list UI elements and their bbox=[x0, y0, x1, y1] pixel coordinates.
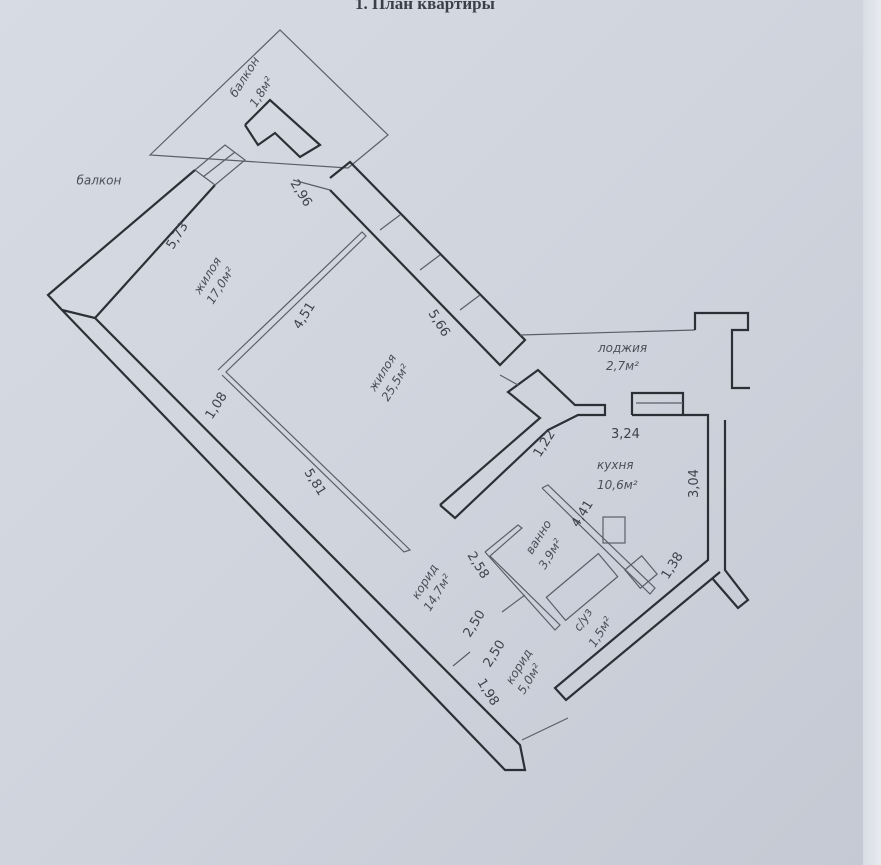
room-label-loggia: лоджия bbox=[597, 341, 647, 355]
outer-wall-window bbox=[329, 160, 527, 367]
dimension: 1,22 bbox=[531, 428, 559, 461]
balcony-outline bbox=[148, 29, 389, 169]
toilet bbox=[624, 554, 658, 590]
room-area-kitchen: 10,6м² bbox=[597, 478, 638, 492]
hall-wall bbox=[439, 368, 607, 520]
corridor-wall bbox=[484, 524, 561, 631]
plan-title: 1. План квартиры bbox=[355, 0, 495, 13]
loggia-outer bbox=[693, 311, 750, 390]
outer-wall-left bbox=[46, 169, 527, 772]
dimension: 3,04 bbox=[687, 469, 702, 498]
room-area-loggia: 2,7м² bbox=[606, 359, 639, 373]
bathtub bbox=[545, 552, 619, 622]
balcony-pillar bbox=[244, 98, 322, 159]
loggia-door bbox=[630, 391, 685, 415]
room-label: балкон bbox=[76, 174, 121, 188]
balcony-door bbox=[194, 144, 246, 186]
room-label-wc: с/уз bbox=[571, 606, 596, 634]
outer-wall-right bbox=[711, 420, 750, 610]
loggia-wall bbox=[519, 329, 696, 336]
dimension: 3,24 bbox=[611, 427, 640, 442]
partition-bedrooms bbox=[217, 231, 412, 553]
dimension: 2,50 bbox=[481, 638, 509, 671]
dimension: 4,41 bbox=[569, 498, 597, 531]
dimension: 2,50 bbox=[461, 608, 489, 641]
stove bbox=[602, 516, 626, 544]
room-label-kitchen: кухня bbox=[597, 458, 634, 472]
bathroom-wall bbox=[541, 484, 656, 595]
dimension: 5,81 bbox=[301, 466, 329, 499]
dimension: 1,08 bbox=[203, 390, 231, 423]
dimension: 5,73 bbox=[164, 220, 192, 253]
page-edge bbox=[863, 0, 881, 865]
dimension: 2,96 bbox=[287, 177, 315, 210]
outer-wall-top-inner bbox=[94, 184, 216, 319]
dimension: 1,38 bbox=[659, 550, 687, 583]
kitchen-wall bbox=[553, 413, 721, 702]
